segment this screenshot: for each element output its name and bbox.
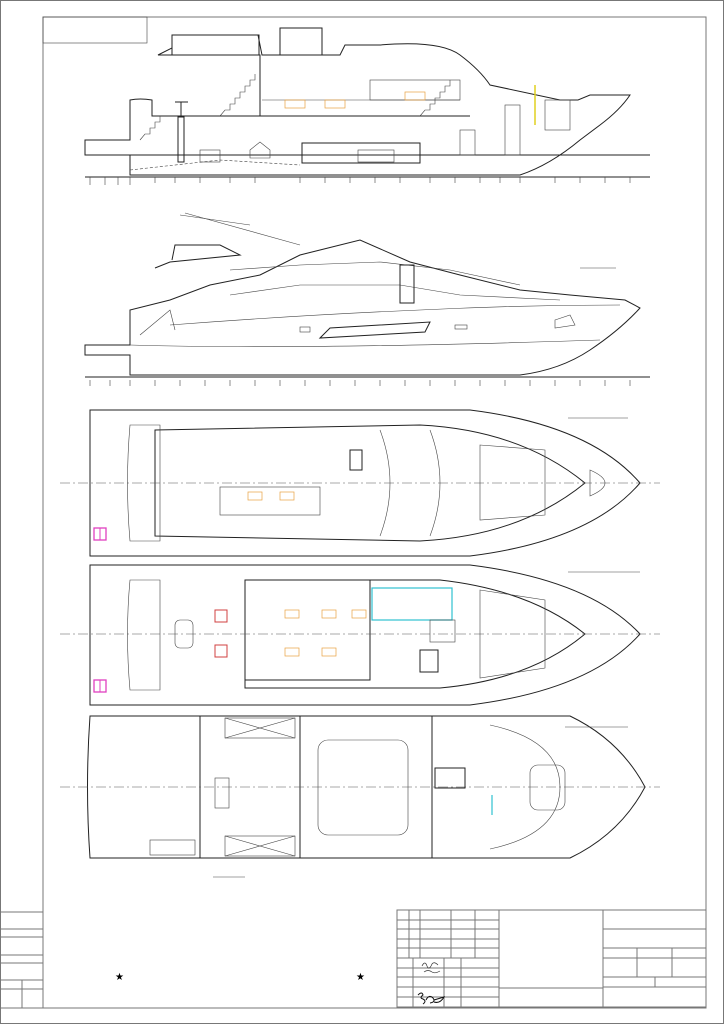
longitudinal-section-view [84,27,650,185]
left-revision-strip [0,911,43,1009]
main-deck-plan-view [60,564,660,706]
title-block [396,909,707,1008]
star-marker: ★ [356,972,365,983]
exterior-profile-view [84,212,650,386]
signature-1 [421,962,441,974]
signature-2 [417,992,446,1005]
flybridge-plan-view [60,409,660,557]
lower-deck-plan-view [60,715,660,878]
star-marker: ★ [115,972,124,983]
